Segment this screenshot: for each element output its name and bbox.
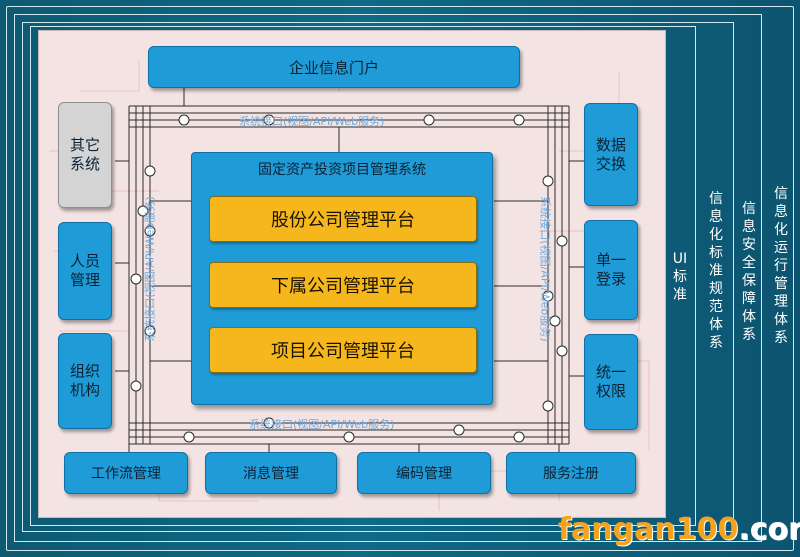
layer-frame-ui: [30, 26, 696, 526]
layer-label-ui: UI标准: [672, 251, 688, 303]
single-sign-on-block: 单一登录: [584, 220, 638, 320]
layer-frame-security: [14, 14, 762, 542]
unified-permission-block: 统一权限: [584, 334, 638, 430]
watermark-logo: fangan100.com: [558, 512, 800, 547]
platform-group-company: 股份公司管理平台: [209, 196, 477, 242]
service-registration-block: 服务注册: [506, 452, 636, 494]
watermark-domain: .com: [738, 512, 800, 547]
interface-label-left: 系统接口(视图/API/Web服务): [143, 196, 157, 342]
layer-label-operations: 信息化运行管理体系: [774, 186, 788, 346]
personnel-management-block: 人员管理: [58, 222, 112, 320]
layer-label-standards: 信息化标准规范体系: [709, 191, 723, 351]
watermark-text: fangan100: [558, 512, 739, 547]
core-system-title: 固定资产投资项目管理系统: [258, 162, 426, 178]
enterprise-portal-block: 企业信息门户: [148, 46, 520, 88]
platform-project-company: 项目公司管理平台: [209, 327, 477, 373]
layer-label-security: 信息安全保障体系: [742, 201, 756, 343]
workflow-management-block: 工作流管理: [64, 452, 188, 494]
interface-label-right: 系统接口(视图/API/Web服务): [538, 196, 552, 342]
interface-label-top: 系统接口(视图/API/Web服务): [239, 115, 385, 128]
interface-label-bottom: 系统接口(视图/API/Web服务): [249, 418, 395, 431]
other-systems-block: 其它系统: [58, 102, 112, 208]
core-system-block: 固定资产投资项目管理系统 股份公司管理平台 下属公司管理平台 项目公司管理平台: [191, 152, 493, 405]
data-exchange-block: 数据交换: [584, 103, 638, 206]
organization-block: 组织机构: [58, 333, 112, 429]
layer-frame-standards: [22, 22, 734, 532]
code-management-block: 编码管理: [357, 452, 491, 494]
message-management-block: 消息管理: [205, 452, 337, 494]
layer-frame-operations: [6, 6, 794, 551]
platform-subsidiary: 下属公司管理平台: [209, 262, 477, 308]
connector-lines: [49, 51, 650, 511]
